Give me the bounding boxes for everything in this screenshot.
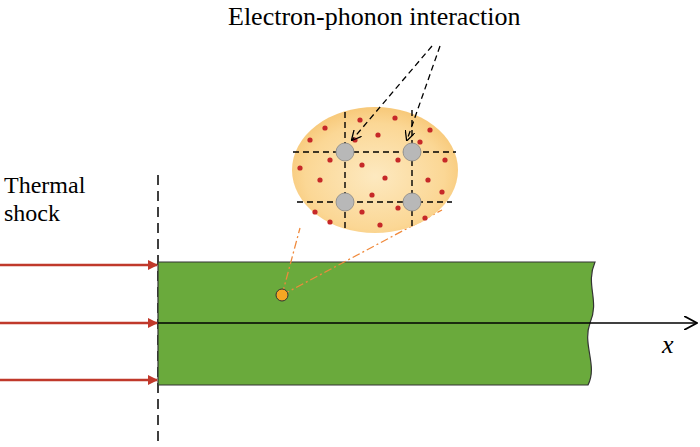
zoom-leader (282, 228, 300, 295)
load-label: Thermal shock (4, 172, 104, 227)
heat-arrow (0, 379, 157, 382)
zoom-ellipse (292, 107, 458, 233)
lattice-grid (293, 110, 456, 230)
x-axis (158, 322, 696, 324)
heat-arrow (0, 264, 157, 267)
pointer-arrow (352, 46, 432, 140)
zoom-spot (276, 289, 288, 301)
heat-arrow (0, 322, 157, 325)
pointer-arrow (407, 46, 440, 140)
axis-label: x (662, 330, 692, 360)
annotation-label: Electron-phonon interaction (228, 2, 668, 32)
electron-dots (297, 115, 447, 227)
lattice-atoms (336, 143, 421, 211)
